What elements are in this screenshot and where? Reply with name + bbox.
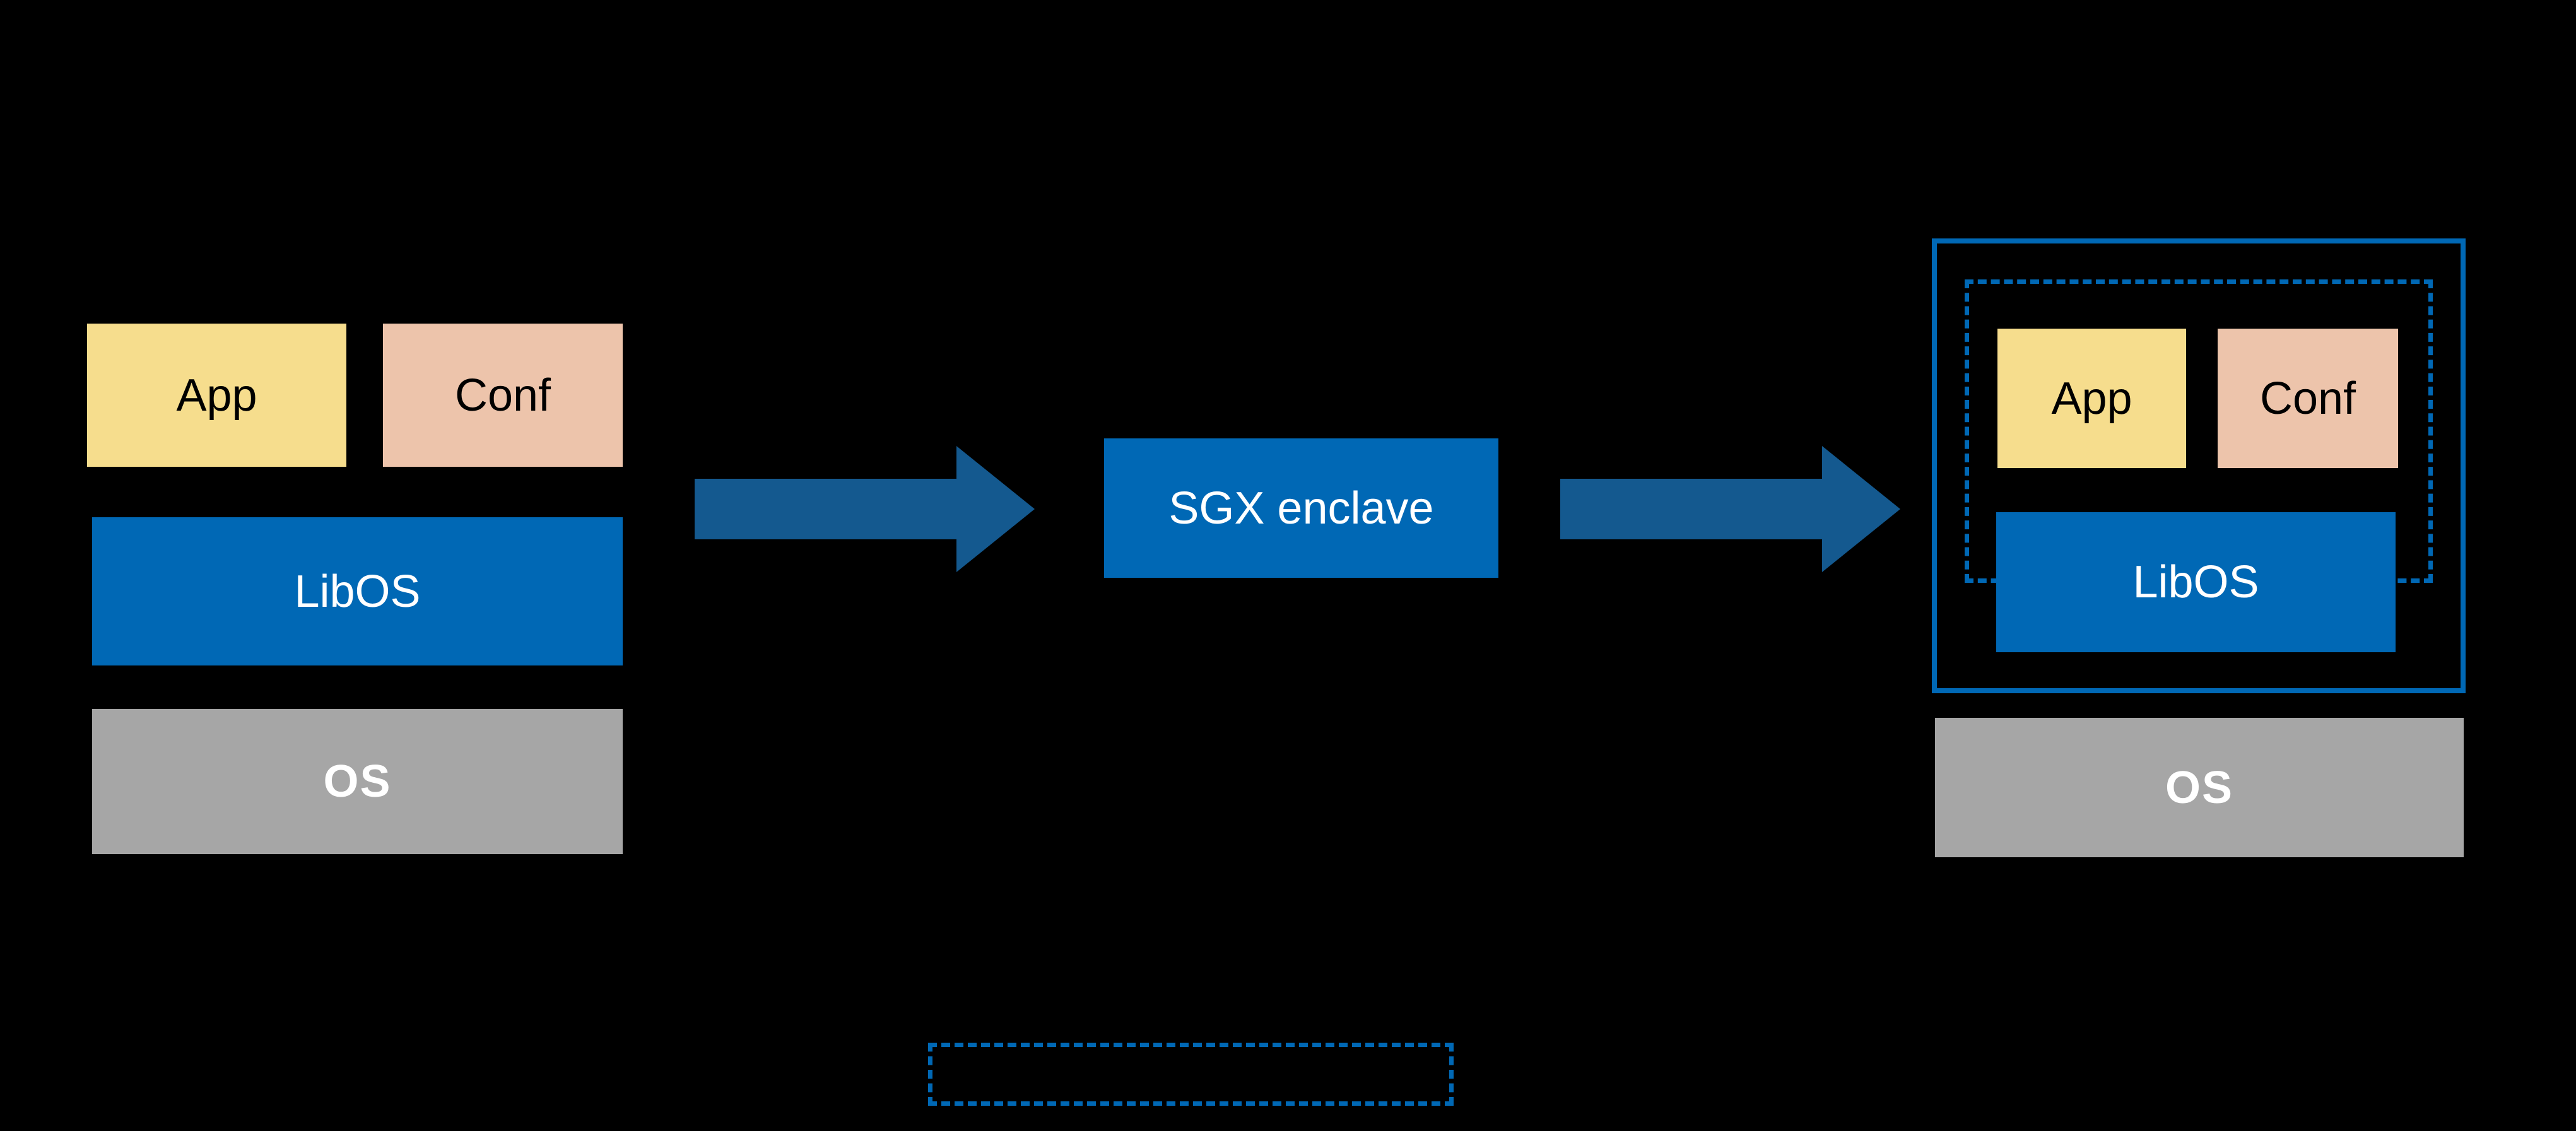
- right-app-box: App: [1997, 329, 2186, 468]
- legend-dashed-key-box: [928, 1043, 1454, 1106]
- arrow-left-to-enclave: [695, 446, 1035, 572]
- left-app-box: App: [87, 324, 346, 467]
- left-conf-label: Conf: [454, 370, 551, 421]
- left-conf-box: Conf: [383, 324, 623, 467]
- left-libos-box: LibOS: [92, 517, 623, 665]
- sgx-enclave-label: SGX enclave: [1168, 483, 1434, 534]
- right-app-label: App: [2051, 373, 2132, 424]
- left-os-label: OS: [323, 756, 392, 807]
- left-app-label: App: [176, 370, 257, 421]
- arrow-shaft: [695, 479, 956, 539]
- right-os-label: OS: [2165, 762, 2234, 813]
- left-libos-label: LibOS: [294, 566, 421, 617]
- enclave-boundary-solid-box: [1932, 238, 2466, 693]
- right-conf-box: Conf: [2218, 329, 2398, 468]
- right-os-box: OS: [1935, 718, 2464, 857]
- right-libos-label: LibOS: [2132, 557, 2259, 607]
- right-conf-label: Conf: [2259, 373, 2356, 424]
- arrow-enclave-to-right: [1560, 446, 1900, 572]
- arrow-head-icon: [1822, 446, 1900, 572]
- sgx-enclave-box: SGX enclave: [1104, 438, 1498, 578]
- left-os-box: OS: [92, 709, 623, 854]
- arrow-shaft: [1560, 479, 1822, 539]
- right-libos-box: LibOS: [1996, 512, 2396, 652]
- arrow-head-icon: [956, 446, 1035, 572]
